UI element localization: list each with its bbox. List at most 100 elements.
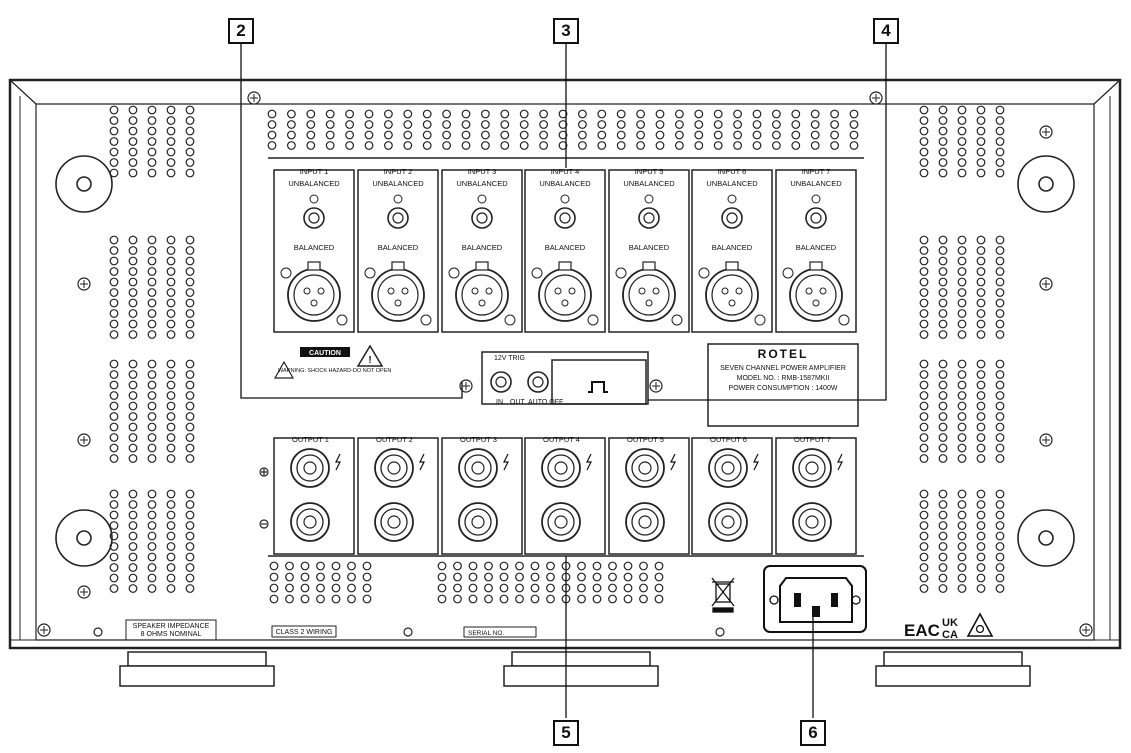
- speaker-binding-post[interactable]: [290, 502, 330, 542]
- input-header: INPUT 2: [384, 167, 413, 176]
- trigger-out-label: OUT: [510, 399, 526, 406]
- output-header: OUTPUT 4: [543, 435, 580, 444]
- screws: [37, 91, 1093, 637]
- unbalanced-label: UNBALANCED: [372, 179, 424, 188]
- rca-jack[interactable]: [721, 207, 743, 229]
- input-header: INPUT 5: [635, 167, 664, 176]
- trigger-panel: 12V TRIG IN OUT AUTO OFF: [481, 351, 649, 406]
- trigger-jack[interactable]: [490, 371, 512, 393]
- balanced-label: BALANCED: [629, 243, 670, 252]
- lightning-icon: [586, 453, 592, 471]
- lightning-icon: [753, 453, 759, 471]
- rcm-mark-icon: [966, 612, 994, 637]
- balanced-label: BALANCED: [796, 243, 837, 252]
- output-channel: OUTPUT 2: [357, 435, 439, 555]
- xlr-connector[interactable]: [538, 261, 592, 322]
- side-bumper-rings: [55, 155, 1075, 567]
- serial-label: SERIAL NO.: [468, 630, 504, 637]
- rating-plate: ROTEL SEVEN CHANNEL POWER AMPLIFIER MODE…: [707, 343, 859, 427]
- speaker-binding-post[interactable]: [625, 502, 665, 542]
- trigger-jack[interactable]: [527, 371, 549, 393]
- input-channel: INPUT 7 UNBALANCED BALANCED: [775, 167, 857, 333]
- input-header: INPUT 1: [300, 167, 329, 176]
- callout-4: 4: [873, 18, 899, 44]
- rating-line-2: MODEL NO. : RMB-1587MKII: [737, 375, 830, 382]
- speaker-binding-post[interactable]: [290, 448, 330, 488]
- callout-5: 5: [553, 720, 579, 746]
- lightning-icon: [837, 453, 843, 471]
- speaker-binding-post[interactable]: [625, 448, 665, 488]
- speaker-binding-post[interactable]: [792, 448, 832, 488]
- unbalanced-label: UNBALANCED: [790, 179, 842, 188]
- speaker-binding-post[interactable]: [708, 502, 748, 542]
- output-header: OUTPUT 7: [794, 435, 831, 444]
- impedance-label-1: SPEAKER IMPEDANCE: [133, 623, 210, 630]
- speaker-binding-post[interactable]: [458, 502, 498, 542]
- speaker-binding-post[interactable]: [374, 502, 414, 542]
- input-section: INPUT 1 UNBALANCED BALANCED INPUT 2 UNBALANC…: [273, 167, 857, 333]
- xlr-connector[interactable]: [371, 261, 425, 322]
- brand-logo: ROTEL: [758, 347, 809, 361]
- xlr-connector[interactable]: [455, 261, 509, 322]
- rca-jack[interactable]: [471, 207, 493, 229]
- input-channel: INPUT 6 UNBALANCED BALANCED: [691, 167, 773, 333]
- feet: [119, 651, 1031, 687]
- lightning-icon: [419, 453, 425, 471]
- ventilation-grilles: [109, 105, 1005, 604]
- output-channel: OUTPUT 3: [441, 435, 523, 555]
- speaker-binding-post[interactable]: [541, 502, 581, 542]
- output-channel: OUTPUT 6: [691, 435, 773, 555]
- balanced-label: BALANCED: [712, 243, 753, 252]
- eac-mark: EAC: [904, 621, 940, 640]
- input-header: INPUT 7: [802, 167, 831, 176]
- output-header: OUTPUT 5: [627, 435, 664, 444]
- unbalanced-label: UNBALANCED: [288, 179, 340, 188]
- svg-text:!: !: [368, 355, 371, 366]
- xlr-connector[interactable]: [622, 261, 676, 322]
- unbalanced-label: UNBALANCED: [623, 179, 675, 188]
- balanced-label: BALANCED: [294, 243, 335, 252]
- rca-jack[interactable]: [638, 207, 660, 229]
- balanced-label: BALANCED: [378, 243, 419, 252]
- unbalanced-label: UNBALANCED: [539, 179, 591, 188]
- rca-jack[interactable]: [387, 207, 409, 229]
- output-channel: OUTPUT 4: [524, 435, 606, 555]
- output-channel: OUTPUT 7: [775, 435, 857, 555]
- speaker-binding-post[interactable]: [708, 448, 748, 488]
- auto-off-switch-icon: [588, 381, 608, 393]
- caution-warning: WARNING: SHOCK HAZARD-DO NOT OPEN: [278, 368, 391, 374]
- trigger-header: 12V TRIG: [494, 355, 525, 362]
- input-channel: INPUT 2 UNBALANCED BALANCED: [357, 167, 439, 333]
- rating-line-3: POWER CONSUMPTION : 1400W: [729, 385, 838, 392]
- xlr-connector[interactable]: [789, 261, 843, 322]
- input-channel: INPUT 1 UNBALANCED BALANCED: [273, 167, 355, 333]
- unbalanced-label: UNBALANCED: [706, 179, 758, 188]
- rca-jack[interactable]: [303, 207, 325, 229]
- lightning-icon: [670, 453, 676, 471]
- output-channel: OUTPUT 1: [273, 435, 355, 555]
- input-channel: INPUT 5 UNBALANCED BALANCED: [608, 167, 690, 333]
- weee-bin-icon: [711, 577, 735, 613]
- speaker-binding-post[interactable]: [541, 448, 581, 488]
- xlr-connector[interactable]: [287, 261, 341, 322]
- unbalanced-label: UNBALANCED: [456, 179, 508, 188]
- class2-wiring-label: CLASS 2 WIRING: [276, 629, 333, 636]
- caution-label: ! CAUTION WARNING: SHOCK HAZARD-DO NOT O…: [273, 344, 391, 379]
- callout-leader-lines: [240, 40, 887, 718]
- trigger-in-label: IN: [496, 399, 503, 406]
- output-header: OUTPUT 6: [710, 435, 747, 444]
- rating-line-1: SEVEN CHANNEL POWER AMPLIFIER: [720, 365, 846, 372]
- speaker-binding-post[interactable]: [374, 448, 414, 488]
- xlr-connector[interactable]: [705, 261, 759, 322]
- rca-jack[interactable]: [554, 207, 576, 229]
- caution-title: CAUTION: [309, 350, 341, 357]
- speaker-binding-post[interactable]: [458, 448, 498, 488]
- output-header: OUTPUT 3: [460, 435, 497, 444]
- lightning-icon: [503, 453, 509, 471]
- rca-jack[interactable]: [805, 207, 827, 229]
- callout-2: 2: [228, 18, 254, 44]
- speaker-binding-post[interactable]: [792, 502, 832, 542]
- balanced-label: BALANCED: [462, 243, 503, 252]
- input-header: INPUT 6: [718, 167, 747, 176]
